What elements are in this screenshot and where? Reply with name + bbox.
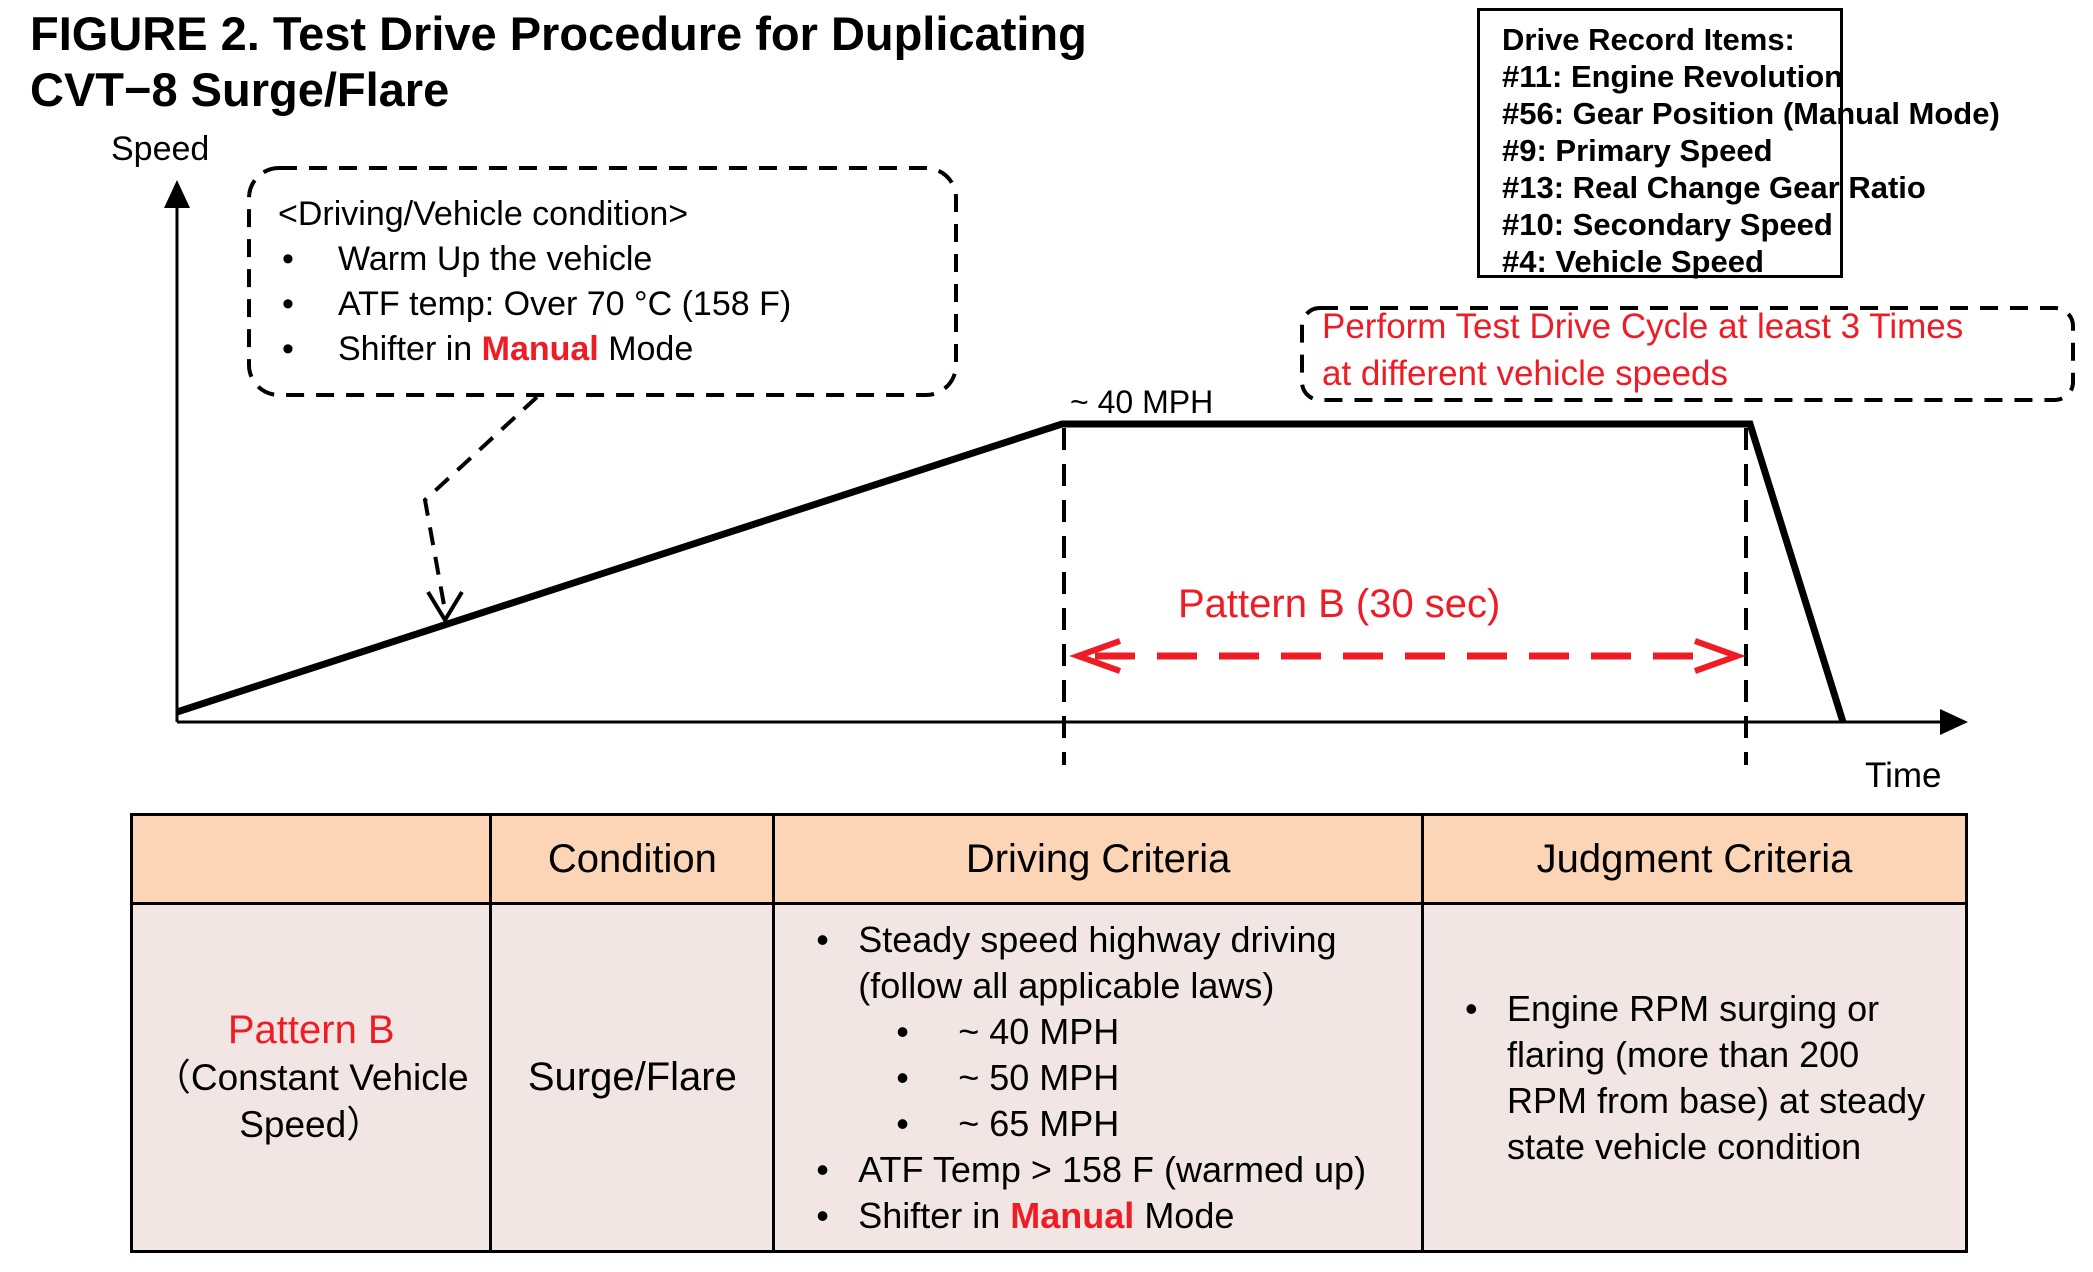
pattern-desc-2: Speed） [239,1104,384,1145]
header-judgment-criteria: Judgment Criteria [1420,813,1969,905]
speed-time-diagram: Speed Time ~ 40 MPH Pattern B (30 sec) [111,130,2075,795]
drive-record-item: #11: Engine Revolution [1502,59,1844,94]
judgment-line1: Engine RPM surging or [1506,987,1880,1029]
condition-item-text: ATF temp: Over 70 °C (158 F) [338,285,792,323]
driving-criteria-cell: Steady speed highway driving(follow all … [772,902,1424,1253]
list-item: ~ 50 MPH [816,1055,1420,1101]
speed-label: ~ 40 MPH [1070,384,1213,420]
drive-record-item: #9: Primary Speed [1502,133,1773,168]
x-axis-label: Time [1865,756,1941,795]
condition-item: • ATF temp: Over 70 °C (158 F) [278,282,791,327]
list-item: Shifter in Manual Mode [816,1193,1420,1239]
judgment-line4: state vehicle condition [1506,1125,1862,1167]
condition-callout-arrowhead [426,590,464,624]
drive-record-item: #10: Secondary Speed [1502,207,1833,242]
condition-item-text: Shifter in Manual Mode [338,327,693,372]
y-axis-arrowhead [164,180,190,208]
header-driving-criteria: Driving Criteria [772,813,1424,905]
x-axis-arrowhead [1940,709,1968,735]
shifter-pre: Shifter in [858,1194,1011,1236]
pattern-b-left-arrowhead [1069,638,1122,674]
list-item: ATF Temp > 158 F (warmed up) [816,1147,1420,1193]
perform-callout-text: Perform Test Drive Cycle at least 3 Time… [1322,303,1963,397]
condition-heading: <Driving/Vehicle condition> [278,195,689,233]
figure-title-line1: FIGURE 2. Test Drive Procedure for Dupli… [30,7,1087,60]
header-blank [129,813,493,905]
perform-line2: at different vehicle speeds [1322,354,1729,393]
figure-title-line2: CVT−8 Surge/Flare [30,63,450,116]
bullet: • [282,240,294,278]
bullet: • [282,285,294,323]
list-item: Engine RPM surging or flaring (more than… [1465,986,1964,1170]
figure-title: FIGURE 2. Test Drive Procedure for Dupli… [30,6,1087,118]
condition-cell: Surge/Flare [489,902,776,1253]
list-item: ~ 65 MPH [816,1101,1420,1147]
perform-line1: Perform Test Drive Cycle at least 3 Time… [1322,307,1964,346]
y-axis-label: Speed [111,130,209,168]
condition-item: • Shifter in Manual Mode [278,327,791,372]
pattern-b-label: Pattern B (30 sec) [1178,582,1500,626]
judgment-line2: flaring (more than 200 [1506,1033,1860,1075]
list-item: ~ 40 MPH [816,1009,1420,1055]
pattern-desc-1: （Constant Vehicle [153,1057,469,1098]
judgment-criteria-cell: Engine RPM surging or flaring (more than… [1420,902,1969,1253]
driving-item1-line2: (follow all applicable laws) [858,964,1275,1006]
driving-item1-line1: Steady speed highway driving [858,918,1337,960]
perform-callout-box [1300,306,2075,402]
condition-item: • Warm Up the vehicle [278,237,791,282]
pattern-name: Pattern B [227,1008,395,1052]
condition-callout-pointer [422,395,539,606]
drive-record-heading: Drive Record Items: [1502,22,1795,57]
shifter-post: Mode [598,330,694,368]
driving-criteria-list: Steady speed highway driving(follow all … [776,917,1420,1239]
judgment-line3: RPM from base) at steady [1506,1079,1926,1121]
condition-item-text: Warm Up the vehicle [338,240,653,278]
bullet: • [282,330,294,368]
manual-emphasis: Manual [1010,1194,1135,1236]
condition-callout-box [247,166,958,397]
list-item: Steady speed highway driving(follow all … [816,917,1420,1009]
speed-profile-line [175,420,1847,724]
shifter-pre: Shifter in [338,330,482,368]
pattern-b-right-arrowhead [1693,638,1746,674]
pattern-cell: Pattern B （Constant Vehicle Speed） [129,902,493,1253]
criteria-table: Condition Driving Criteria Judgment Crit… [129,813,1969,1253]
table-row: Pattern B （Constant Vehicle Speed） Surge… [129,902,1969,1253]
header-condition: Condition [489,813,776,905]
table-header-row: Condition Driving Criteria Judgment Crit… [129,813,1969,905]
condition-callout-text: <Driving/Vehicle condition> • Warm Up th… [278,192,791,372]
manual-emphasis: Manual [481,330,599,368]
judgment-criteria-list: Engine RPM surging or flaring (more than… [1425,986,1964,1170]
shifter-post: Mode [1134,1194,1235,1236]
drive-record-item: #4: Vehicle Speed [1502,244,1764,279]
